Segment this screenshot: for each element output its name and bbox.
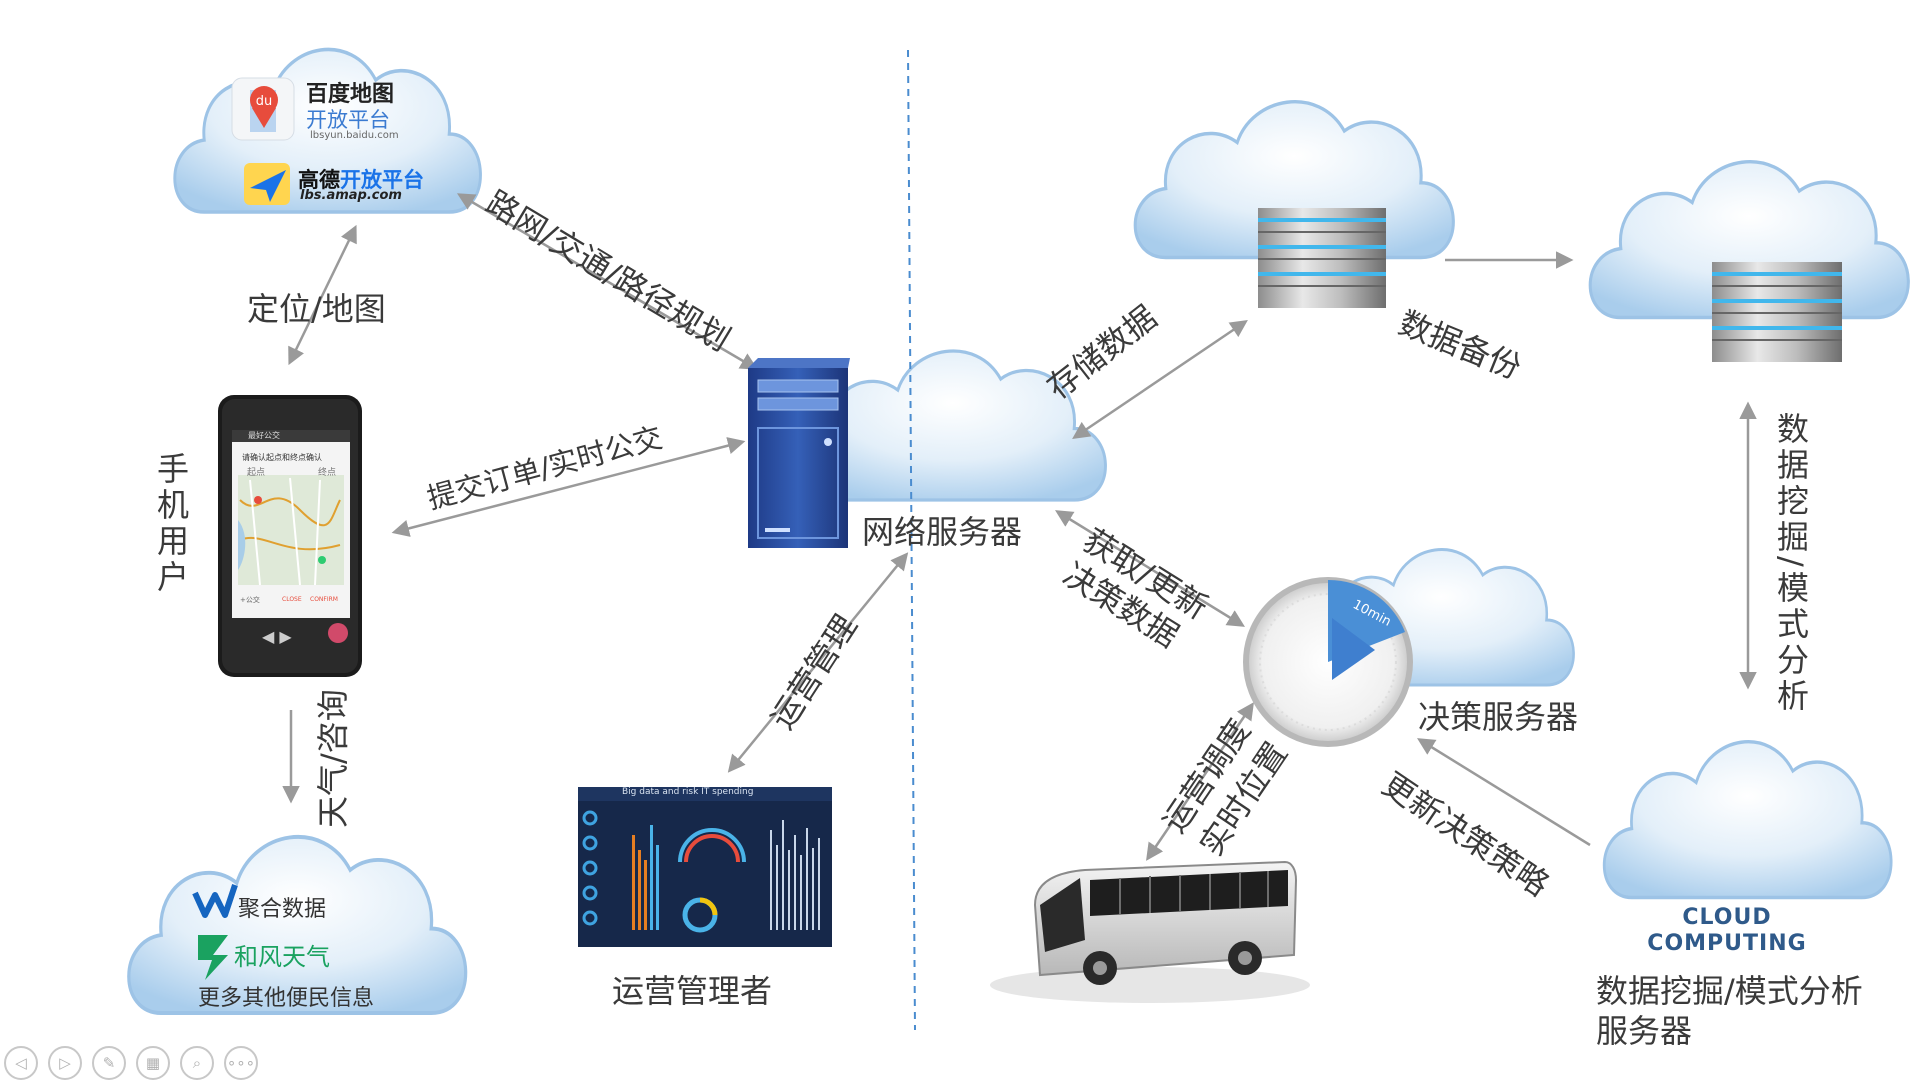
- gaode-logo-title: 高德开放平台: [298, 164, 424, 194]
- slide-grid-icon[interactable]: ▦: [136, 1046, 170, 1080]
- previous-slide-icon[interactable]: ◁: [4, 1046, 38, 1080]
- phone-header: 最好公交: [248, 431, 280, 440]
- label-mining-server: 数据挖掘/模式分析: [1596, 972, 1863, 1010]
- phone-btn-bus: +公交: [240, 596, 260, 604]
- cloud-computing-text: CLOUD COMPUTING: [1647, 905, 1807, 956]
- phone-fab-icon: [328, 623, 348, 643]
- arrow-submit-order: [391, 437, 746, 537]
- label-mobile-user: 手机用户: [152, 452, 190, 596]
- mobile-phone: ◀ ▶: [218, 395, 362, 677]
- zoom-icon[interactable]: ⌕: [180, 1046, 214, 1080]
- label-weather-query: 天气/咨询: [314, 689, 352, 828]
- label-data-mining-vertical: 数据挖掘/模式分析: [1772, 412, 1810, 715]
- baidu-map-logo: du: [231, 77, 295, 141]
- backup-database-icon: [1712, 262, 1842, 362]
- baidu-badge-text: du: [256, 94, 273, 109]
- phone-destination: 终点: [318, 468, 337, 478]
- label-operations-manager: 运营管理者: [612, 972, 773, 1010]
- timer-dial-icon: 10min: [1243, 577, 1413, 747]
- operations-dashboard: [578, 787, 832, 947]
- arrow-update-strategy: [1417, 738, 1591, 847]
- phone-btn-confirm: CONFIRM: [310, 596, 338, 603]
- label-decision-server: 决策服务器: [1418, 698, 1579, 736]
- phone-btn-close: CLOSE: [282, 596, 302, 603]
- hefeng-logo-icon: [198, 935, 228, 980]
- cloud-computing: [1602, 739, 1893, 900]
- arrow-operations: [727, 552, 909, 773]
- label-location-map: 定位/地图: [247, 290, 386, 328]
- more-info-text: 更多其他便民信息: [198, 986, 375, 1011]
- gaode-logo-url: lbs.amap.com: [300, 188, 402, 203]
- arrow-road-network: [456, 193, 759, 370]
- arrow-dispatch: [1146, 702, 1254, 861]
- baidu-logo-subtitle: 开放平台: [306, 108, 390, 132]
- arrow-location-map: [288, 224, 357, 366]
- pen-icon[interactable]: ✎: [92, 1046, 126, 1080]
- storage-database-icon: [1258, 208, 1386, 308]
- arrows: [282, 193, 1757, 861]
- bus-icon: [990, 860, 1310, 1003]
- baidu-logo-url: lbsyun.baidu.com: [310, 130, 399, 141]
- juhe-logo-text: 聚合数据: [238, 897, 327, 922]
- next-slide-icon[interactable]: ▷: [48, 1046, 82, 1080]
- gaode-highlight-text: 开放平台: [340, 168, 424, 192]
- more-options-icon[interactable]: ∘∘∘: [224, 1046, 258, 1080]
- hefeng-logo-text: 和风天气: [234, 943, 330, 971]
- baidu-logo-title: 百度地图: [306, 82, 395, 107]
- paper-plane-icon: [250, 170, 286, 202]
- arrow-decision-data: [1055, 510, 1245, 627]
- phone-origin: 起点: [247, 468, 266, 478]
- phone-nav-arrows: ◀ ▶: [262, 627, 292, 646]
- juhe-logo-icon: [192, 884, 238, 918]
- label-mining-server-2: 服务器: [1596, 1012, 1693, 1050]
- gaode-logo: [244, 163, 290, 205]
- arrow-store-data: [1072, 320, 1248, 439]
- label-network-server: 网络服务器: [862, 513, 1023, 551]
- network-server-icon: [748, 358, 850, 548]
- dashboard-title: Big data and risk IT spending: [622, 787, 754, 797]
- baidu-pin-icon: [250, 86, 278, 114]
- phone-notice: 请确认起点和终点确认: [242, 453, 322, 462]
- slideshow-toolbar: ◁ ▷ ✎ ▦ ⌕ ∘∘∘: [4, 1046, 258, 1080]
- gaode-title-text: 高德: [298, 168, 340, 192]
